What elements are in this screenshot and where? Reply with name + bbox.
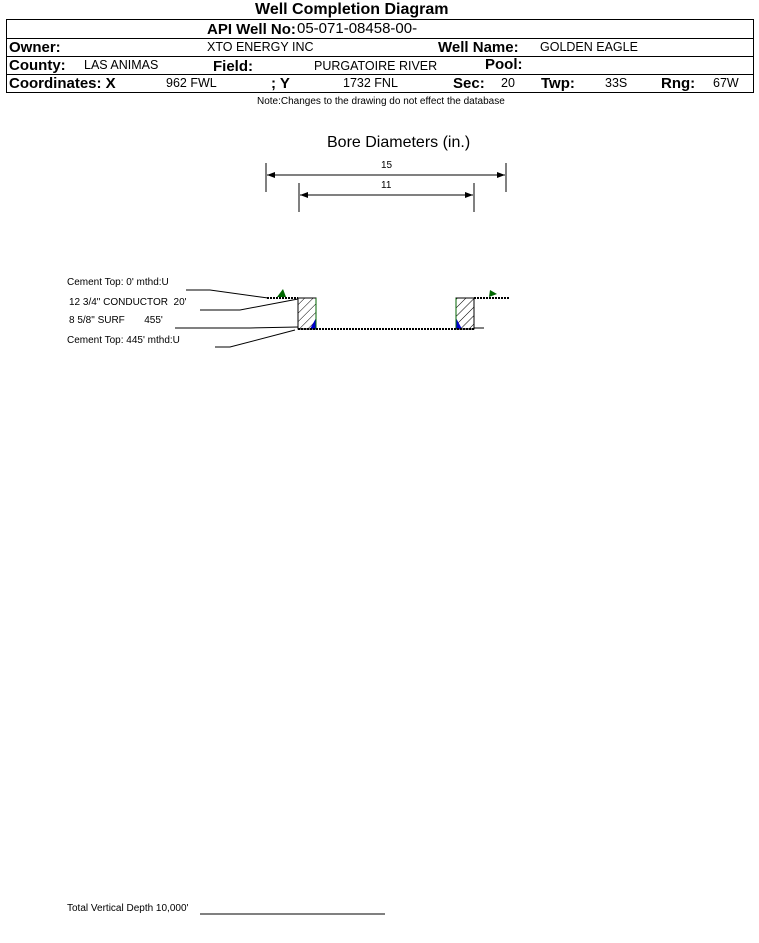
- page-title: Well Completion Diagram: [255, 1, 449, 18]
- cement-right: [456, 318, 462, 329]
- ground-lines: [267, 297, 510, 330]
- coordinates-row: Coordinates: X 962 FWL ; Y 1732 FNL Sec:…: [7, 74, 753, 93]
- coord-y-value: 1732 FNL: [343, 76, 398, 90]
- county-value: LAS ANIMAS: [84, 58, 159, 72]
- twp-label: Twp:: [541, 75, 575, 92]
- cement-top-label-1: Cement Top: 0' mthd:U: [67, 277, 169, 288]
- pool-label: Pool:: [485, 56, 523, 73]
- conductor-label: 12 3/4" CONDUCTOR 20': [69, 297, 187, 308]
- field-label: Field:: [213, 58, 253, 75]
- sec-label: Sec:: [453, 75, 485, 92]
- owner-label: Owner:: [9, 39, 61, 56]
- note: Note:Changes to the drawing do not effec…: [257, 96, 505, 107]
- bore-title: Bore Diameters (in.): [327, 134, 471, 151]
- flag-icons: [277, 289, 497, 297]
- rng-value: 67W: [713, 76, 739, 90]
- field-value: PURGATOIRE RIVER: [314, 59, 438, 73]
- cement-left: [310, 318, 316, 329]
- coord-x-value: 962 FWL: [166, 76, 217, 90]
- api-value: 05-071-08458-00-: [297, 20, 418, 37]
- county-label: County:: [9, 57, 66, 74]
- surface-casing-label: 8 5/8" SURF 455': [69, 315, 163, 326]
- api-label: API Well No:: [207, 21, 296, 38]
- cement-top-label-2: Cement Top: 445' mthd:U: [67, 335, 180, 346]
- sec-value: 20: [501, 76, 515, 90]
- county-row: County: LAS ANIMAS Field: PURGATOIRE RIV…: [7, 56, 753, 75]
- bore-dimension-lines: [265, 163, 507, 212]
- coord-y-label: ; Y: [271, 75, 290, 92]
- owner-value: XTO ENERGY INC: [207, 40, 314, 54]
- well-name-value: GOLDEN EAGLE: [540, 40, 638, 54]
- label-leader-lines: [175, 289, 484, 915]
- total-vertical-depth-label: Total Vertical Depth 10,000': [67, 903, 189, 914]
- bore-outer-value: 15: [381, 160, 393, 171]
- conductor-casing: [297, 297, 475, 330]
- rng-label: Rng:: [661, 75, 696, 92]
- twp-value: 33S: [605, 76, 628, 90]
- header-table: API Well No: 05-071-08458-00- Owner: XTO…: [6, 19, 754, 93]
- well-name-label: Well Name:: [438, 39, 519, 56]
- bore-inner-value: 11: [381, 180, 392, 191]
- owner-row: Owner: XTO ENERGY INC Well Name: GOLDEN …: [7, 38, 753, 57]
- coord-x-label: Coordinates: X: [9, 75, 116, 92]
